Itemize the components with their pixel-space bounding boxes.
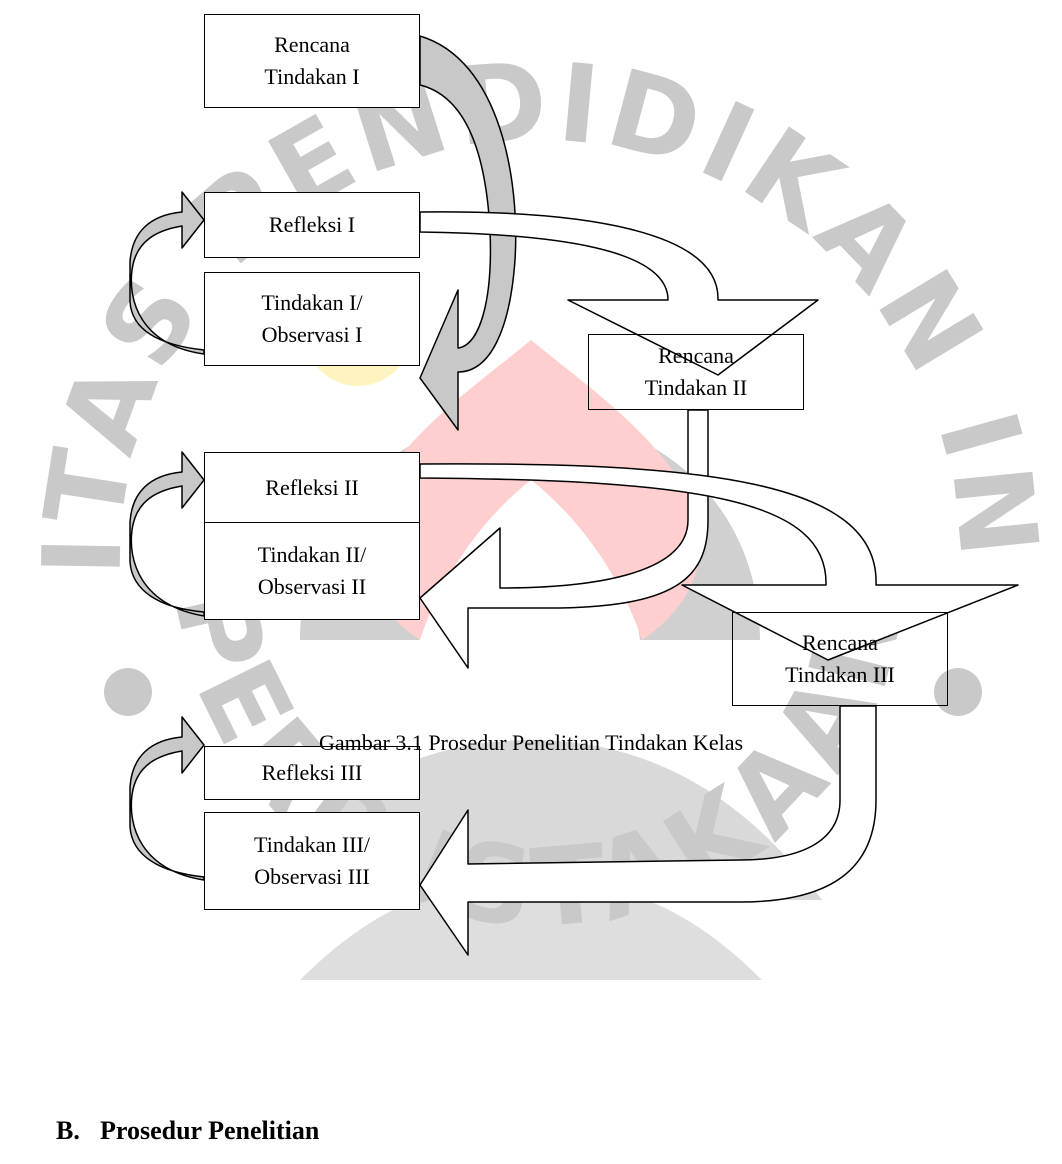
box-label: Tindakan II bbox=[644, 375, 748, 400]
box-tindakan-observasi-1: Tindakan I/ Observasi I bbox=[204, 272, 420, 366]
box-refleksi-2: Refleksi II bbox=[204, 452, 420, 524]
figure-caption: Gambar 3.1 Prosedur Penelitian Tindakan … bbox=[318, 730, 744, 755]
box-tindakan-observasi-3: Tindakan III/ Observasi III bbox=[204, 812, 420, 910]
box-label: Refleksi II bbox=[265, 475, 359, 500]
box-tindakan-observasi-2: Tindakan II/ Observasi II bbox=[204, 522, 420, 620]
box-label: Refleksi I bbox=[268, 212, 356, 237]
flame-shape bbox=[360, 340, 702, 640]
section-title: Prosedur Penelitian bbox=[100, 1116, 320, 1145]
box-label: Tindakan II/ bbox=[257, 542, 367, 567]
arrow-rencana3-to-tindakan3 bbox=[419, 705, 877, 956]
arrow-rencana2-to-tindakan2 bbox=[419, 409, 709, 669]
box-rencana-tindakan-1: Rencana Tindakan I bbox=[204, 14, 420, 108]
section-number: B. bbox=[56, 1116, 80, 1145]
box-label: Tindakan III bbox=[785, 662, 895, 687]
arrow-refleksi2-to-rencana3 bbox=[419, 463, 1019, 661]
box-label: Rencana bbox=[802, 630, 878, 655]
box-rencana-tindakan-2: Rencana Tindakan II bbox=[588, 334, 804, 410]
box-refleksi-1: Refleksi I bbox=[204, 192, 420, 258]
curved-arrow-rencana1-to-tindakan1 bbox=[419, 35, 517, 431]
section-heading: B. Prosedur Penelitian bbox=[56, 1116, 319, 1146]
box-label: Observasi III bbox=[254, 864, 370, 889]
box-label: Tindakan I bbox=[264, 64, 360, 89]
loop-arrow-refleksi3 bbox=[129, 716, 205, 881]
box-label: Observasi II bbox=[257, 574, 367, 599]
loop-arrow-refleksi1 bbox=[129, 191, 205, 355]
box-label: Rencana bbox=[658, 343, 734, 368]
box-label: Tindakan III/ bbox=[254, 832, 370, 857]
box-label: Rencana bbox=[274, 32, 350, 57]
loop-arrow-refleksi2 bbox=[129, 451, 205, 617]
box-refleksi-3: Refleksi III bbox=[204, 746, 420, 800]
box-label: Tindakan I/ bbox=[261, 290, 363, 315]
box-label: Refleksi III bbox=[261, 760, 363, 785]
box-label: Observasi I bbox=[261, 322, 363, 347]
box-rencana-tindakan-3: Rencana Tindakan III bbox=[732, 612, 948, 706]
